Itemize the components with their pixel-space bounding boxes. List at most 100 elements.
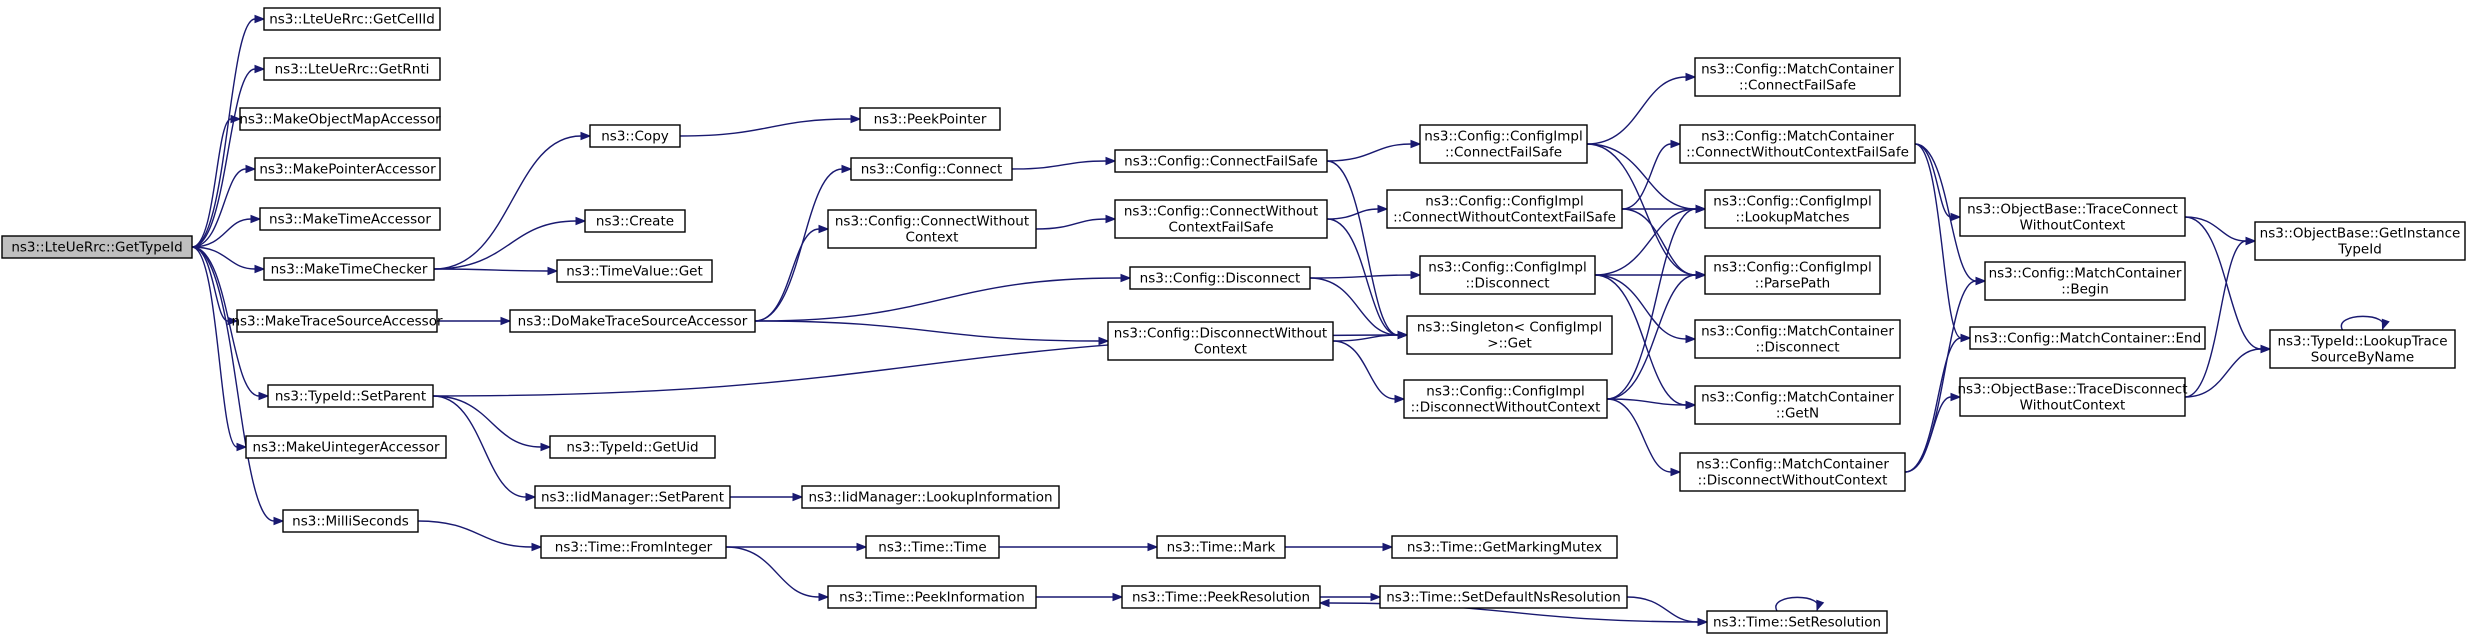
node-getuid[interactable]: ns3::TypeId::GetUid <box>549 435 716 459</box>
edge-arrowhead <box>1105 156 1117 166</box>
node-implconnectfs[interactable]: ns3::Config::ConfigImpl::ConnectFailSafe <box>1419 124 1588 164</box>
node-domaketrace[interactable]: ns3::DoMakeTraceSourceAccessor <box>509 309 756 333</box>
node-getcellid[interactable]: ns3::LteUeRrc::GetCellId <box>263 7 441 31</box>
node-mcend[interactable]: ns3::Config::MatchContainer::End <box>1969 326 2206 350</box>
node-makeuint[interactable]: ns3::MakeUintegerAccessor <box>245 435 447 459</box>
node-label: ns3::Time::GetMarkingMutex <box>1407 540 1602 556</box>
edge-arrowhead <box>1120 273 1132 283</box>
node-root[interactable]: ns3::LteUeRrc::GetTypeId <box>1 235 193 259</box>
node-typeidsetparent[interactable]: ns3::TypeId::SetParent <box>267 384 434 408</box>
node-label: ns3::Config::ConfigImpl <box>1713 194 1871 210</box>
node-mcconnectfs[interactable]: ns3::Config::MatchContainer::ConnectFail… <box>1694 57 1901 97</box>
node-timevalueget[interactable]: ns3::TimeValue::Get <box>556 259 713 283</box>
node-setdefaultns[interactable]: ns3::Time::SetDefaultNsResolution <box>1379 585 1628 609</box>
edge-fromint-to-peekinfo <box>725 546 830 602</box>
node-label: ns3::Config::MatchContainer::End <box>1974 331 2201 347</box>
edge-line <box>1621 143 1672 210</box>
edge-tracecwoc-to-getinstancetid <box>2184 216 2257 246</box>
node-box <box>1391 535 1618 559</box>
node-tracecwoc[interactable]: ns3::ObjectBase::TraceConnectWithoutCont… <box>1959 197 2186 237</box>
node-implconnectwocfs[interactable]: ns3::Config::ConfigImpl::ConnectWithoutC… <box>1386 189 1623 229</box>
node-getrnti[interactable]: ns3::LteUeRrc::GetRnti <box>263 57 441 81</box>
edge-arrowhead <box>1950 212 1962 222</box>
node-lookupmatches[interactable]: ns3::Config::ConfigImpl::LookupMatches <box>1704 189 1881 229</box>
node-cfgdisconnect[interactable]: ns3::Config::Disconnect <box>1129 266 1311 290</box>
node-mcbegin[interactable]: ns3::Config::MatchContainer::Begin <box>1984 261 2186 301</box>
edge-root-to-typeidsetparent <box>191 246 270 401</box>
node-label: ns3::Config::Disconnect <box>1140 271 1301 287</box>
edge-arrowhead <box>1318 598 1330 608</box>
node-cfgconnectwoc[interactable]: ns3::Config::ConnectWithoutContext <box>827 209 1037 249</box>
node-label: ns3::Config::ConnectWithout <box>1124 204 1318 220</box>
node-box <box>245 435 447 459</box>
node-copy[interactable]: ns3::Copy <box>589 124 681 148</box>
node-iidsetparent[interactable]: ns3::IidManager::SetParent <box>534 485 731 509</box>
node-parsepath[interactable]: ns3::Config::ConfigImpl::ParsePath <box>1704 255 1881 295</box>
node-mark[interactable]: ns3::Time::Mark <box>1156 535 1286 559</box>
node-label: ns3::TimeValue::Get <box>566 264 703 280</box>
node-box <box>1959 197 2186 237</box>
node-peekres[interactable]: ns3::Time::PeekResolution <box>1121 585 1321 609</box>
edge-arrowhead <box>1960 333 1972 343</box>
node-cfgconnect[interactable]: ns3::Config::Connect <box>850 157 1013 181</box>
edge-line <box>1626 596 1699 623</box>
node-label: ns3::TypeId::GetUid <box>566 440 698 456</box>
node-cfgdisconnectwoc[interactable]: ns3::Config::DisconnectWithoutContext <box>1107 321 1334 361</box>
node-peekinfo[interactable]: ns3::Time::PeekInformation <box>827 585 1037 609</box>
edge-line <box>432 395 527 498</box>
node-timetime[interactable]: ns3::Time::Time <box>865 535 1000 559</box>
node-label: ns3::MakePointerAccessor <box>259 162 436 178</box>
node-cfgconnectwocfs[interactable]: ns3::Config::ConnectWithoutContextFailSa… <box>1114 199 1328 239</box>
node-fromint[interactable]: ns3::Time::FromInteger <box>540 535 727 559</box>
node-impldisconnectwoc[interactable]: ns3::Config::ConfigImpl::DisconnectWitho… <box>1403 379 1608 419</box>
node-cfgconnectfs[interactable]: ns3::Config::ConnectFailSafe <box>1114 149 1328 173</box>
edge-arrowhead <box>254 14 266 24</box>
node-maketimechecker[interactable]: ns3::MakeTimeChecker <box>263 257 435 281</box>
node-singletonget[interactable]: ns3::Singleton< ConfigImpl>::Get <box>1406 315 1613 355</box>
node-box <box>263 7 441 31</box>
edge-line <box>1332 340 1396 400</box>
edge-arrowhead <box>818 592 830 602</box>
edge-maketimechecker-to-copy <box>433 131 592 270</box>
node-mcgetn[interactable]: ns3::Config::MatchContainer::GetN <box>1694 385 1901 425</box>
node-label: ns3::Config::ConfigImpl <box>1713 260 1871 276</box>
node-create[interactable]: ns3::Create <box>584 209 686 233</box>
node-maketimeacc[interactable]: ns3::MakeTimeAccessor <box>259 207 441 231</box>
edge-iidsetparent-to-iidlookup <box>730 492 804 502</box>
edge-impldisconnectwoc-to-parsepath <box>1606 270 1707 400</box>
edge-root-to-getcellid <box>191 14 266 248</box>
node-mcdisconnectwoc[interactable]: ns3::Config::MatchContainer::DisconnectW… <box>1679 452 1906 492</box>
edge-tracedwoc-to-lookuptrace <box>2184 344 2272 398</box>
node-milliseconds[interactable]: ns3::MilliSeconds <box>282 509 419 533</box>
node-makeobjmap[interactable]: ns3::MakeObjectMapAccessor <box>239 107 441 131</box>
node-maketrace[interactable]: ns3::MakeTraceSourceAccessor <box>231 309 443 333</box>
node-mcconnectwocfs[interactable]: ns3::Config::MatchContainer::ConnectWith… <box>1679 124 1916 164</box>
node-iidlookup[interactable]: ns3::IidManager::LookupInformation <box>801 485 1060 509</box>
node-box <box>509 309 756 333</box>
node-box <box>859 107 1001 131</box>
node-setres[interactable]: ns3::Time::SetResolution <box>1706 610 1888 634</box>
node-impldisconnect[interactable]: ns3::Config::ConfigImpl::Disconnect <box>1419 255 1596 295</box>
edge-line <box>191 246 275 522</box>
edge-impldisconnect-to-mcdisconnect <box>1594 274 1697 344</box>
node-box <box>1403 379 1608 419</box>
edge-line <box>754 320 1100 342</box>
node-getmarkingmutex[interactable]: ns3::Time::GetMarkingMutex <box>1391 535 1618 559</box>
edge-arrowhead <box>254 264 266 274</box>
edge-arrowhead <box>856 542 868 552</box>
node-makeptr[interactable]: ns3::MakePointerAccessor <box>254 157 441 181</box>
edge-tracedwoc-to-getinstancetid <box>2184 236 2257 398</box>
nodes-layer: ns3::LteUeRrc::GetTypeId ns3::LteUeRrc::G… <box>1 7 2466 634</box>
node-tracedwoc[interactable]: ns3::ObjectBase::TraceDisconnectWithoutC… <box>1957 377 2188 417</box>
edge-line <box>1606 398 1687 406</box>
node-box <box>1694 385 1901 425</box>
edge-line <box>1775 596 1819 612</box>
edge-copy-to-peekpointer <box>679 114 862 137</box>
node-peekpointer[interactable]: ns3::PeekPointer <box>859 107 1001 131</box>
edge-line <box>2184 240 2247 398</box>
edge-impldisconnectwoc-to-mcdisconnectwoc <box>1606 398 1682 477</box>
node-mcdisconnect[interactable]: ns3::Config::MatchContainer::Disconnect <box>1694 319 1901 359</box>
node-label: ns3::MakeTimeAccessor <box>269 212 431 228</box>
